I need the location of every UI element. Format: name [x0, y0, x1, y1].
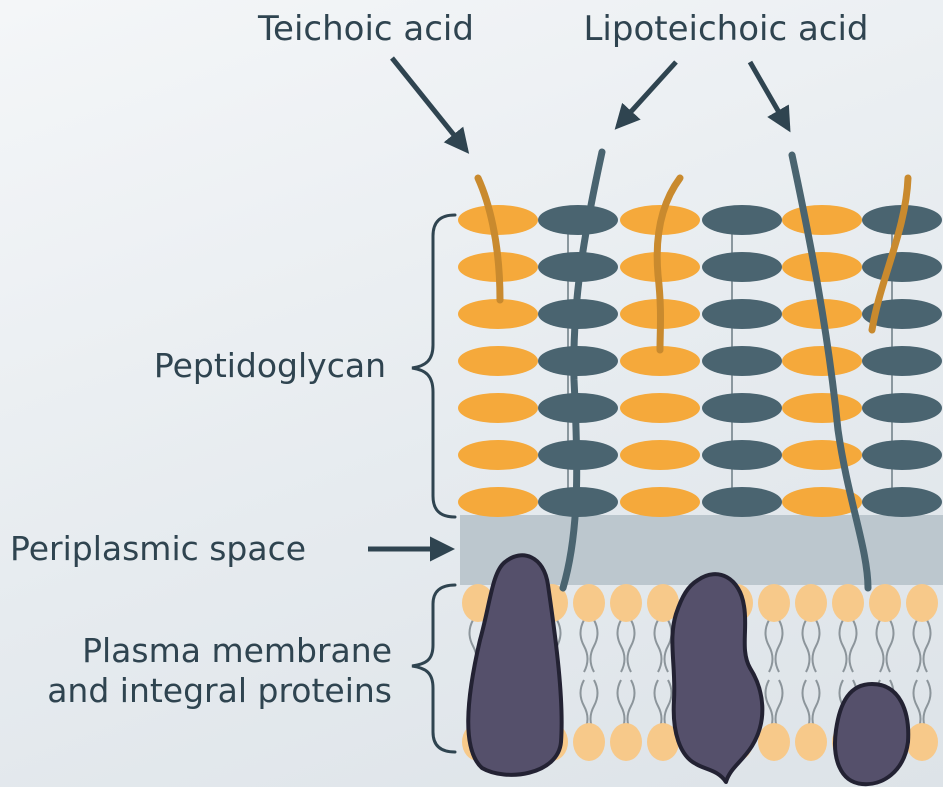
- lipid-tail: [887, 620, 894, 672]
- nag-sugar-unit: [458, 346, 538, 376]
- phospholipid-head: [869, 584, 901, 622]
- phospholipid-head: [610, 584, 642, 622]
- plasma-membrane-label-line1: Plasma membrane: [82, 631, 392, 670]
- nam-sugar-unit: [702, 252, 782, 282]
- lipid-tail: [776, 620, 783, 672]
- nag-sugar-unit: [458, 205, 538, 235]
- teichoic-acid-label: Teichoic acid: [257, 9, 474, 49]
- nam-sugar-unit: [702, 205, 782, 235]
- nag-sugar-unit: [782, 393, 862, 423]
- teichoic-strand-1: [478, 178, 500, 300]
- lipid-tail: [655, 620, 662, 672]
- lipid-tail: [665, 620, 672, 672]
- nag-sugar-unit: [782, 346, 862, 376]
- nag-sugar-unit: [620, 440, 700, 470]
- phospholipid-head: [832, 584, 864, 622]
- phospholipid-head: [758, 584, 790, 622]
- phospholipid-head: [906, 584, 938, 622]
- lipid-tail: [766, 620, 773, 672]
- lipid-tail: [840, 620, 847, 672]
- lipid-tail: [803, 620, 810, 672]
- peptidoglycan-label: Peptidoglycan: [154, 346, 386, 385]
- lipid-tail: [591, 620, 598, 672]
- nag-sugar-unit: [782, 205, 862, 235]
- nam-sugar-unit: [702, 487, 782, 517]
- peptidoglycan-brace: [412, 215, 455, 517]
- lipid-tail: [924, 620, 931, 672]
- nam-sugar-unit: [862, 252, 942, 282]
- phospholipid-head: [573, 584, 605, 622]
- nam-sugar-unit: [862, 393, 942, 423]
- braces: [412, 215, 455, 752]
- integral-protein-3: [835, 684, 908, 784]
- nam-sugar-unit: [538, 346, 618, 376]
- lipid-tail: [914, 620, 921, 672]
- nag-sugar-unit: [620, 393, 700, 423]
- nam-sugar-unit: [538, 205, 618, 235]
- lipid-tail: [628, 620, 635, 672]
- nag-sugar-unit: [620, 487, 700, 517]
- phospholipid-head: [573, 723, 605, 761]
- nam-sugar-unit: [702, 346, 782, 376]
- lipid-tail: [850, 620, 857, 672]
- phospholipid-head: [906, 723, 938, 761]
- nag-sugar-unit: [458, 393, 538, 423]
- membrane-brace: [412, 585, 455, 752]
- lipid-tail: [581, 620, 588, 672]
- nam-sugar-unit: [702, 440, 782, 470]
- phospholipid-head: [758, 723, 790, 761]
- nag-sugar-unit: [782, 440, 862, 470]
- lipoteichoic-arrow-left: [618, 62, 676, 126]
- nag-sugar-unit: [458, 299, 538, 329]
- phospholipid-head: [795, 584, 827, 622]
- lipoteichoic-acid-label: Lipoteichoic acid: [583, 9, 868, 49]
- nam-sugar-unit: [702, 393, 782, 423]
- plasma-membrane-label-line2: and integral proteins: [47, 671, 392, 710]
- nam-sugar-unit: [862, 440, 942, 470]
- nag-sugar-unit: [782, 252, 862, 282]
- nag-sugar-unit: [458, 440, 538, 470]
- peptidoglycan-layer: [458, 205, 942, 517]
- nam-sugar-unit: [702, 299, 782, 329]
- lipid-tail: [618, 620, 625, 672]
- phospholipid-head: [610, 723, 642, 761]
- phospholipid-head: [795, 723, 827, 761]
- nam-sugar-unit: [862, 487, 942, 517]
- periplasmic-space-label: Periplasmic space: [10, 529, 306, 568]
- lipid-tail: [877, 620, 884, 672]
- teichoic-acid-arrow: [392, 58, 466, 150]
- lipid-tail: [813, 620, 820, 672]
- nam-sugar-unit: [862, 346, 942, 376]
- nag-sugar-unit: [458, 487, 538, 517]
- lipoteichoic-arrow-right: [750, 62, 788, 128]
